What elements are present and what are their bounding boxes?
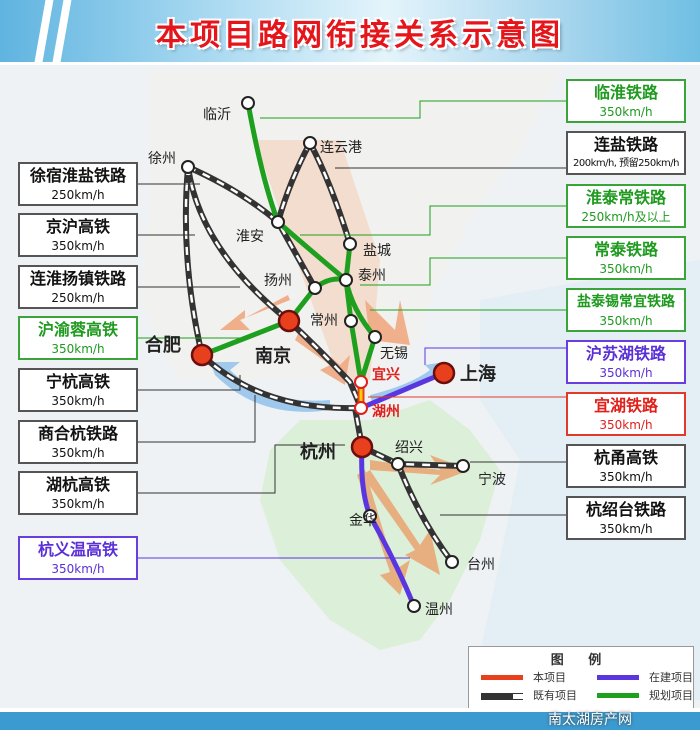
city-label: 宜兴	[372, 367, 400, 383]
station-yixing	[354, 375, 368, 389]
city-label: 宁波	[478, 472, 506, 488]
jiangsu-region	[140, 70, 560, 380]
station-shaoxing	[391, 457, 405, 471]
city-label: 临沂	[203, 107, 231, 123]
city-label: 绍兴	[395, 440, 423, 456]
station-changzhou	[344, 314, 358, 328]
hub-shanghai	[432, 361, 456, 385]
legend-swatch-under-construction	[597, 675, 639, 680]
city-label: 盐城	[363, 243, 391, 259]
hub-hefei	[190, 343, 214, 367]
legend-label: 本项目	[533, 671, 566, 684]
station-taizhou-js	[339, 273, 353, 287]
city-label: 扬州	[264, 273, 292, 289]
station-wuxi	[368, 330, 382, 344]
station-huaian	[271, 215, 285, 229]
station-linyi	[241, 96, 255, 110]
station-taizhou-zj	[445, 555, 459, 569]
bottom-bar	[0, 708, 700, 730]
city-label: 淮安	[236, 229, 264, 245]
city-label: 杭州	[300, 442, 336, 463]
legend-label: 既有项目	[533, 689, 577, 702]
station-wenzhou	[407, 599, 421, 613]
legend-swatch-existing	[481, 693, 523, 700]
legend: 图 例 本项目 在建项目 既有项目 规划项目	[468, 646, 694, 710]
legend-title: 图 例	[550, 653, 612, 668]
city-label: 常州	[310, 313, 338, 329]
legend-swatch-this-project	[481, 675, 523, 680]
station-ningbo	[456, 459, 470, 473]
legend-label: 规划项目	[649, 689, 693, 702]
connector-lines	[138, 100, 566, 559]
station-huzhou	[354, 401, 368, 415]
station-yangzhou	[308, 281, 322, 295]
city-label: 温州	[425, 602, 453, 618]
city-label: 南京	[255, 346, 291, 367]
city-label: 湖州	[372, 404, 400, 420]
hub-hangzhou	[350, 435, 374, 459]
station-jinhua	[363, 509, 377, 523]
city-label: 徐州	[148, 151, 176, 167]
station-yancheng	[343, 237, 357, 251]
page-title: 本项目路网衔接关系示意图	[156, 18, 564, 53]
watermark: 南太湖房产网	[548, 712, 632, 728]
station-lianyungang	[303, 136, 317, 150]
hub-nanjing	[277, 309, 301, 333]
city-label: 连云港	[320, 140, 362, 156]
city-label: 上海	[460, 364, 496, 385]
title-banner: 本项目路网衔接关系示意图	[0, 0, 700, 65]
stations	[181, 96, 470, 613]
city-label: 合肥	[145, 335, 181, 356]
city-label: 无锡	[380, 346, 408, 362]
legend-label: 在建项目	[649, 671, 693, 684]
legend-swatch-planned	[597, 693, 639, 698]
city-label: 金华	[349, 513, 377, 529]
city-label: 泰州	[358, 268, 386, 284]
station-xuzhou	[181, 160, 195, 174]
city-label: 台州	[467, 557, 495, 573]
